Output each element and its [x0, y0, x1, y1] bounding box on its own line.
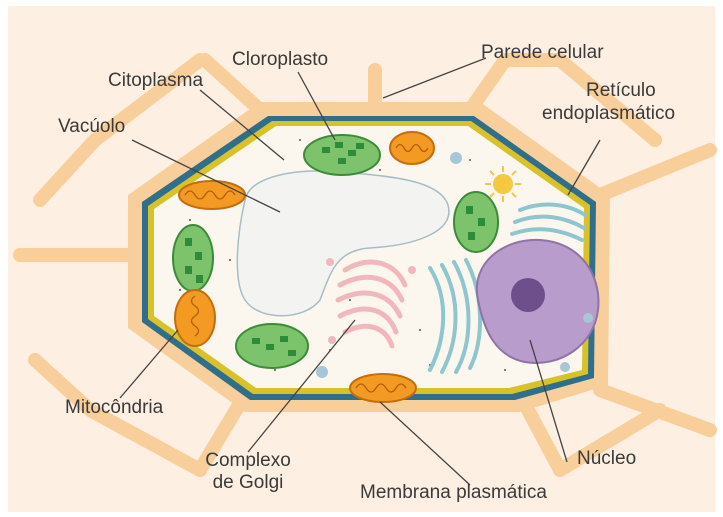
label-reticulo-line1: Retículo: [586, 80, 656, 102]
chloroplast-right: [454, 192, 498, 252]
chloroplast-left: [173, 225, 213, 291]
mitochondrion-3: [175, 290, 215, 346]
label-reticulo-line2: endoplasmático: [542, 103, 675, 125]
nucleus: [477, 240, 599, 363]
label-membrana-plasmatica: Membrana plasmática: [360, 482, 547, 504]
mitochondrion-4: [350, 374, 416, 402]
label-cloroplasto: Cloroplasto: [232, 49, 328, 71]
label-parede-celular: Parede celular: [481, 42, 604, 64]
nucleolus: [511, 278, 545, 312]
label-vacuolo: Vacúolo: [58, 116, 125, 138]
mitochondrion-1: [179, 181, 245, 209]
sun-icon: [485, 166, 521, 202]
label-citoplasma: Citoplasma: [108, 70, 203, 92]
label-golgi-line1: Complexo: [192, 450, 304, 472]
label-mitocondria: Mitocôndria: [65, 397, 163, 419]
label-nucleo: Núcleo: [577, 448, 636, 470]
label-golgi-line2: de Golgi: [192, 472, 304, 494]
chloroplast-top: [304, 135, 380, 175]
